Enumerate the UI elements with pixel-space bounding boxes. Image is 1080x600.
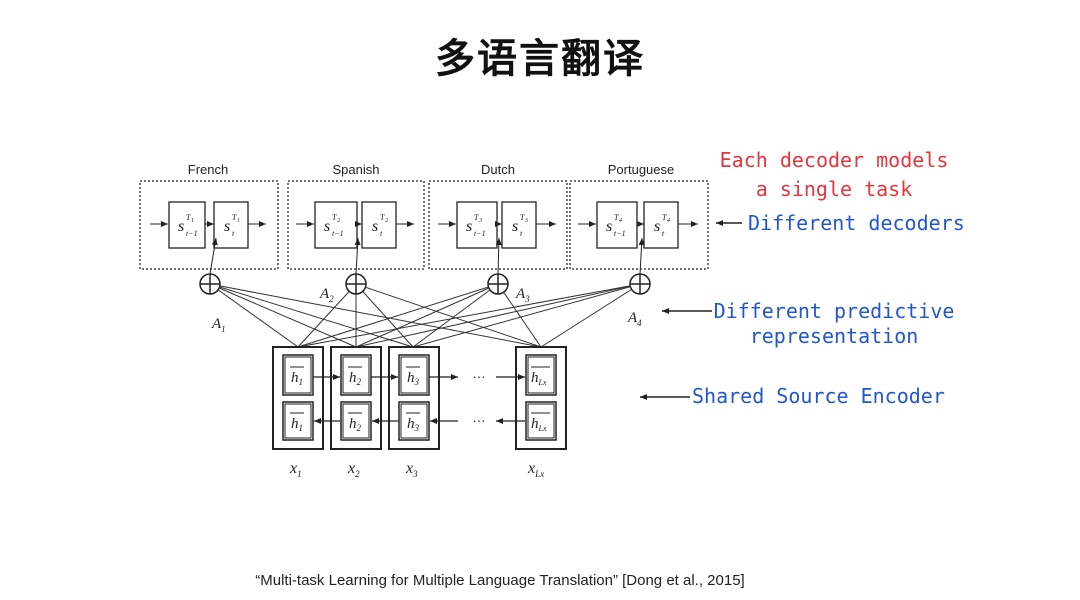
svg-text:h2: h2 xyxy=(349,370,362,387)
annotation-decoder-models: Each decoder models a single task xyxy=(720,148,949,201)
svg-text:T: T xyxy=(474,213,479,222)
svg-text:T: T xyxy=(662,213,667,222)
svg-text:3: 3 xyxy=(478,218,482,224)
encoder-column-3: h3 h3 x3 xyxy=(388,346,440,479)
decoder-state-cur xyxy=(361,201,397,249)
encoder-backward-cell xyxy=(525,401,557,441)
svg-text:1: 1 xyxy=(191,218,194,224)
annotation-shared-encoder: Shared Source Encoder xyxy=(640,384,945,408)
svg-text:s: s xyxy=(372,218,378,235)
svg-text:Each decoder models: Each decoder models xyxy=(720,148,949,172)
encoder-column-1: h1 h1 x1 xyxy=(272,346,324,479)
svg-text:h1: h1 xyxy=(291,416,303,433)
attention-node-4: A4 xyxy=(627,273,651,328)
svg-text:xLx: xLx xyxy=(527,460,544,479)
svg-text:hLx: hLx xyxy=(531,370,547,387)
svg-text:T: T xyxy=(186,213,191,222)
svg-text:t: t xyxy=(520,229,523,238)
svg-text:2: 2 xyxy=(385,218,388,224)
decoder-state-prev xyxy=(168,201,206,249)
svg-text:T: T xyxy=(232,213,237,222)
svg-text:s: s xyxy=(654,218,660,235)
svg-text:t−1: t−1 xyxy=(474,229,486,238)
svg-text:t: t xyxy=(232,229,235,238)
svg-text:t: t xyxy=(662,229,665,238)
svg-text:t−1: t−1 xyxy=(332,229,344,238)
svg-text:h3: h3 xyxy=(407,370,420,387)
decoder-language-label: Dutch xyxy=(481,162,515,177)
svg-text:s: s xyxy=(606,218,612,235)
decoder-box xyxy=(428,180,568,270)
svg-text:x1: x1 xyxy=(289,460,302,479)
svg-text:A1: A1 xyxy=(211,316,226,334)
attention-node-3: A3 xyxy=(487,273,530,304)
svg-text:3: 3 xyxy=(524,218,528,224)
annotation-predictive-representation: Different predictive representation xyxy=(662,299,954,348)
encoder-ellipsis-backward: ··· xyxy=(473,413,486,428)
svg-text:t: t xyxy=(380,229,383,238)
svg-text:1: 1 xyxy=(237,218,240,224)
svg-text:T: T xyxy=(380,213,385,222)
encoder-column-2: h2 h2 x2 xyxy=(330,346,382,479)
svg-text:x2: x2 xyxy=(347,460,360,479)
svg-text:4: 4 xyxy=(619,217,622,224)
decoder-state-prev xyxy=(314,201,358,249)
svg-text:Shared Source Encoder: Shared Source Encoder xyxy=(692,384,945,408)
svg-text:A2: A2 xyxy=(319,286,334,304)
svg-text:2: 2 xyxy=(337,218,340,224)
svg-text:s: s xyxy=(466,218,472,235)
decoder-state-cur xyxy=(213,201,249,249)
decoder-box xyxy=(139,180,279,270)
attention-node-2: A2 xyxy=(319,273,367,304)
decoder-state-prev xyxy=(596,201,638,249)
svg-text:T: T xyxy=(520,213,525,222)
svg-text:hLx: hLx xyxy=(531,416,547,433)
encoder-backward-cell xyxy=(282,401,314,441)
svg-text:h3: h3 xyxy=(407,416,420,433)
encoder-ellipsis-forward: ··· xyxy=(473,369,486,384)
slide-title: 多语言翻译 xyxy=(435,36,645,82)
annotation-different-decoders: Different decoders xyxy=(716,211,965,235)
svg-text:A3: A3 xyxy=(515,286,530,304)
svg-text:representation: representation xyxy=(750,324,919,348)
decoder-portuguese: Portuguese s T 4 t−1 s T 4 t xyxy=(569,162,709,275)
decoder-language-label: Spanish xyxy=(333,162,380,177)
svg-text:Different decoders: Different decoders xyxy=(748,211,965,235)
svg-text:A4: A4 xyxy=(627,310,642,328)
svg-text:T: T xyxy=(614,213,619,222)
svg-text:s: s xyxy=(324,218,330,235)
state-prev-label: s xyxy=(178,218,184,235)
decoder-french: French s T 1 t−1 s T 1 t xyxy=(139,162,279,275)
svg-text:4: 4 xyxy=(667,217,670,224)
decoder-language-label: French xyxy=(188,162,228,177)
attention-node-1: A1 xyxy=(199,273,226,334)
encoder-backward-cell xyxy=(340,401,372,441)
decoder-box xyxy=(569,180,709,270)
decoder-state-prev xyxy=(456,201,498,249)
svg-text:s: s xyxy=(224,218,230,235)
decoder-state-cur xyxy=(501,201,537,249)
svg-text:s: s xyxy=(512,218,518,235)
decoder-language-label: Portuguese xyxy=(608,162,675,177)
svg-text:T: T xyxy=(332,213,337,222)
encoder-forward-cell xyxy=(282,354,314,396)
decoder-spanish: Spanish s T 2 t−1 s T 2 t xyxy=(287,162,425,275)
decoder-dutch: Dutch s T 3 t−1 s T 3 t xyxy=(428,162,568,275)
svg-text:t−1: t−1 xyxy=(186,229,198,238)
encoder-backward-cell xyxy=(398,401,430,441)
encoder-forward-cell xyxy=(525,354,557,396)
encoder-forward-cell xyxy=(340,354,372,396)
attention-connections xyxy=(209,283,641,348)
decoder-state-cur xyxy=(643,201,679,249)
encoder-forward-cell xyxy=(398,354,430,396)
svg-text:t−1: t−1 xyxy=(614,229,626,238)
encoder-column-last: hLx hLx xLx xyxy=(515,346,567,479)
svg-text:Different predictive: Different predictive xyxy=(714,299,955,323)
svg-text:a single task: a single task xyxy=(756,177,913,201)
svg-text:x3: x3 xyxy=(405,460,418,479)
citation: “Multi-task Learning for Multiple Langua… xyxy=(255,572,745,589)
svg-text:h2: h2 xyxy=(349,416,362,433)
svg-text:h1: h1 xyxy=(291,370,303,387)
